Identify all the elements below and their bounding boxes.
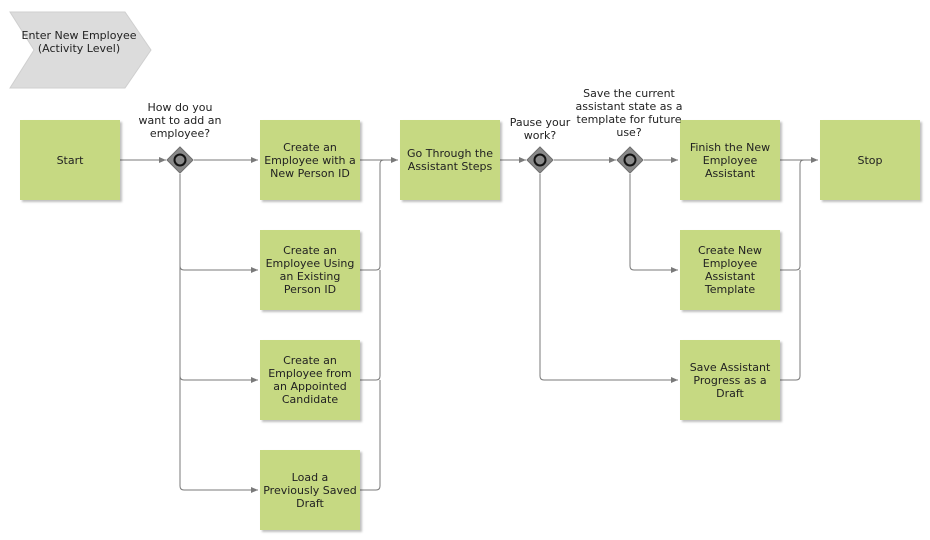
gateway-save-template (616, 146, 644, 174)
stop-event: Stop (820, 120, 920, 200)
connector-candidate-to-steps (360, 270, 381, 381)
task-create-from-candidate: Create an Employee from an Appointed Can… (260, 340, 360, 420)
connector-template-to-stop (780, 159, 805, 271)
connector-save-draft-to-stop (780, 270, 801, 381)
gateway-label-save-template: Save the current assistant state as a te… (575, 87, 683, 139)
connector-gateway1-to-existing (179, 174, 258, 273)
connector-gateway3-to-template (629, 174, 678, 273)
connector-existing-to-steps (360, 159, 385, 271)
task-create-template: Create New Employee Assistant Template (680, 230, 780, 310)
gateway-add-employee (166, 146, 194, 174)
gateway-label-pause-work: Pause your work? (509, 116, 571, 142)
task-finish-assistant: Finish the New Employee Assistant (680, 120, 780, 200)
task-create-new-person: Create an Employee with a New Person ID (260, 120, 360, 200)
connector-gateway1-to-load-draft (179, 376, 258, 493)
gateway-pause-work (526, 146, 554, 174)
start-event: Start (20, 120, 120, 200)
connector-gateway2-to-save-draft (539, 174, 678, 383)
task-create-existing-person: Create an Employee Using an Existing Per… (260, 230, 360, 310)
task-go-through-steps: Go Through the Assistant Steps (400, 120, 500, 200)
task-load-draft: Load a Previously Saved Draft (260, 450, 360, 530)
connector-load-draft-to-steps (360, 380, 381, 491)
task-save-draft: Save Assistant Progress as a Draft (680, 340, 780, 420)
title-chevron (9, 11, 152, 89)
diagram-title: Enter New Employee (Activity Level) (21, 29, 137, 55)
gateway-label-add-employee: How do you want to add an employee? (138, 101, 222, 140)
connector-gateway1-to-candidate (179, 266, 258, 383)
